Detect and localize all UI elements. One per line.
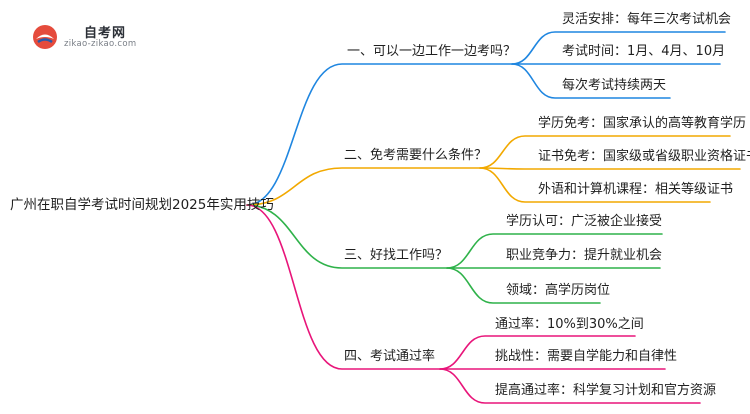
branch-3-leaf-1-connector — [446, 233, 663, 269]
branch-4-leaf-1: 通过率：10%到30%之间 — [495, 317, 644, 332]
branch-4-leaf-1-connector — [439, 335, 636, 370]
branch-2-connector — [246, 167, 481, 206]
branch-4-leaf-3: 提高通过率：科学复习计划和官方资源 — [495, 383, 717, 398]
branch-1-leaf-3: 每次考试持续两天 — [562, 78, 667, 93]
branch-1-label: 一、可以一边工作一边考吗？ — [347, 44, 517, 59]
root-topic: 广州在职自学考试时间规划2025年实用技巧 — [10, 197, 274, 213]
branch-4-leaf-2: 挑战性：需要自学能力和自律性 — [495, 349, 678, 364]
branch-3-label: 三、好找工作吗？ — [344, 248, 449, 263]
branch-3-leaf-1: 学历认可：广泛被企业接受 — [506, 214, 663, 229]
branch-2-leaf-3-connector — [479, 167, 711, 203]
site-logo: 自考网 zikao-zikao.com — [30, 20, 150, 52]
branch-2-leaf-2-connector — [479, 167, 741, 170]
branch-1-leaf-3-connector — [511, 63, 671, 99]
branch-4-label: 四、考试通过率 — [344, 349, 436, 364]
branch-1-connector — [246, 63, 513, 206]
branch-1-leaf-2: 考试时间：1月、4月、10月 — [562, 44, 726, 59]
branch-1-leaf-1-connector — [511, 31, 726, 65]
branch-3-leaf-2: 职业竞争力：提升就业机会 — [506, 248, 663, 263]
branch-2-leaf-2: 证书免考：国家级或省级职业资格证书 — [538, 149, 750, 164]
logo-title: 自考网 — [84, 26, 127, 41]
branch-3-connector — [246, 204, 448, 269]
branch-2-leaf-1: 学历免考：国家承认的高等教育学历 — [538, 116, 747, 131]
logo-icon — [33, 25, 57, 49]
branch-4-leaf-3-connector — [439, 368, 701, 404]
branch-2-leaf-1-connector — [479, 135, 731, 169]
branch-2-leaf-3: 外语和计算机课程：相关等级证书 — [538, 182, 734, 197]
branch-2-label: 二、免考需要什么条件？ — [344, 148, 488, 163]
logo-subtitle: zikao-zikao.com — [64, 39, 137, 49]
branch-1-leaf-1: 灵活安排：每年三次考试机会 — [562, 12, 732, 27]
branch-3-leaf-3: 领域：高学历岗位 — [506, 283, 611, 298]
branch-3-leaf-3-connector — [446, 267, 601, 304]
branch-4-connector — [246, 204, 441, 370]
